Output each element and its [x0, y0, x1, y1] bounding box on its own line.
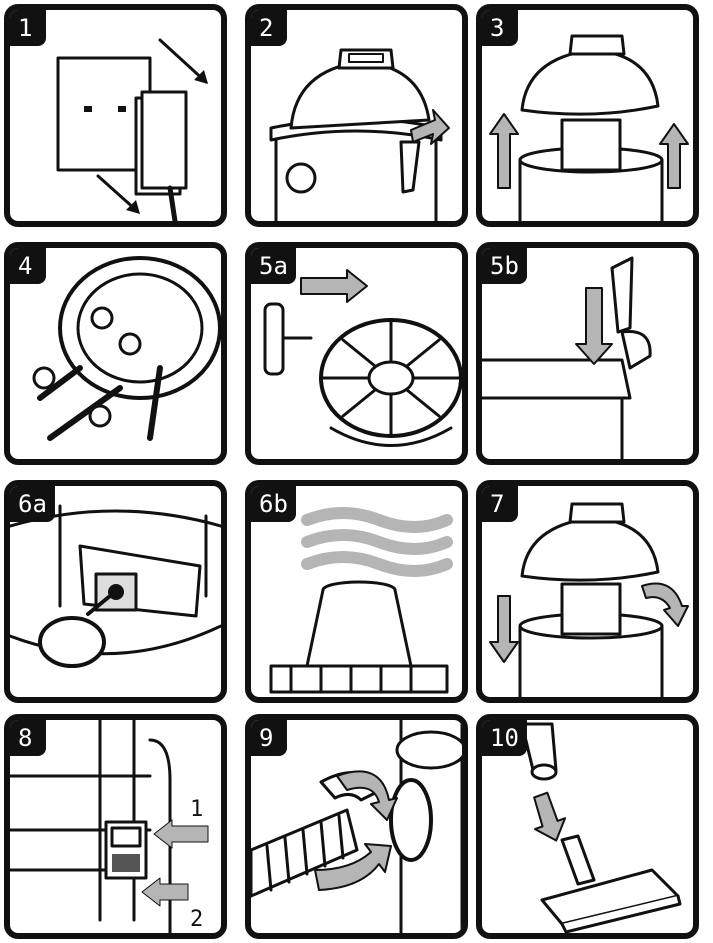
refit-head-icon — [489, 502, 689, 697]
step-6b-panel: 6b — [245, 480, 468, 703]
step-7-panel: 7 — [476, 480, 699, 703]
step-8-panel: 8 1 2 — [4, 714, 227, 939]
release-clip-icon — [269, 48, 450, 221]
step-4-panel: 4 — [4, 242, 227, 465]
step-number: 5a — [251, 248, 296, 284]
step-number: 5b — [482, 248, 527, 284]
step-number: 3 — [482, 10, 518, 46]
step-5a-panel: 5a — [245, 242, 468, 465]
fit-clip-icon — [482, 256, 652, 459]
step-number: 6b — [251, 486, 296, 522]
step-5b-panel: 5b — [476, 242, 699, 465]
step-number: 4 — [10, 248, 46, 284]
fit-filter-icon — [263, 269, 462, 447]
clean-filter-icon — [269, 507, 453, 694]
insert-bag-icon — [10, 504, 221, 668]
step-number: 10 — [482, 720, 527, 756]
unplug-icon — [56, 38, 208, 221]
accessory-slot-icon: 1 2 — [10, 720, 209, 933]
step-number: 7 — [482, 486, 518, 522]
lift-head-icon — [489, 34, 689, 221]
step-10-panel: 10 — [476, 714, 699, 939]
attach-castors-icon — [32, 256, 221, 441]
step-number: 9 — [251, 720, 287, 756]
step-6a-panel: 6a — [4, 480, 227, 703]
step-3-panel: 3 — [476, 4, 699, 227]
step-2-panel: 2 — [245, 4, 468, 227]
slot-mark-1: 1 — [190, 797, 203, 822]
step-number: 1 — [10, 10, 46, 46]
step-number: 6a — [10, 486, 55, 522]
fit-nozzle-icon — [520, 722, 682, 933]
attach-hose-icon — [251, 720, 462, 933]
step-number: 8 — [10, 720, 46, 756]
step-9-panel: 9 — [245, 714, 468, 939]
step-1-panel: 1 — [4, 4, 227, 227]
step-number: 2 — [251, 10, 287, 46]
slot-mark-2: 2 — [190, 907, 203, 932]
